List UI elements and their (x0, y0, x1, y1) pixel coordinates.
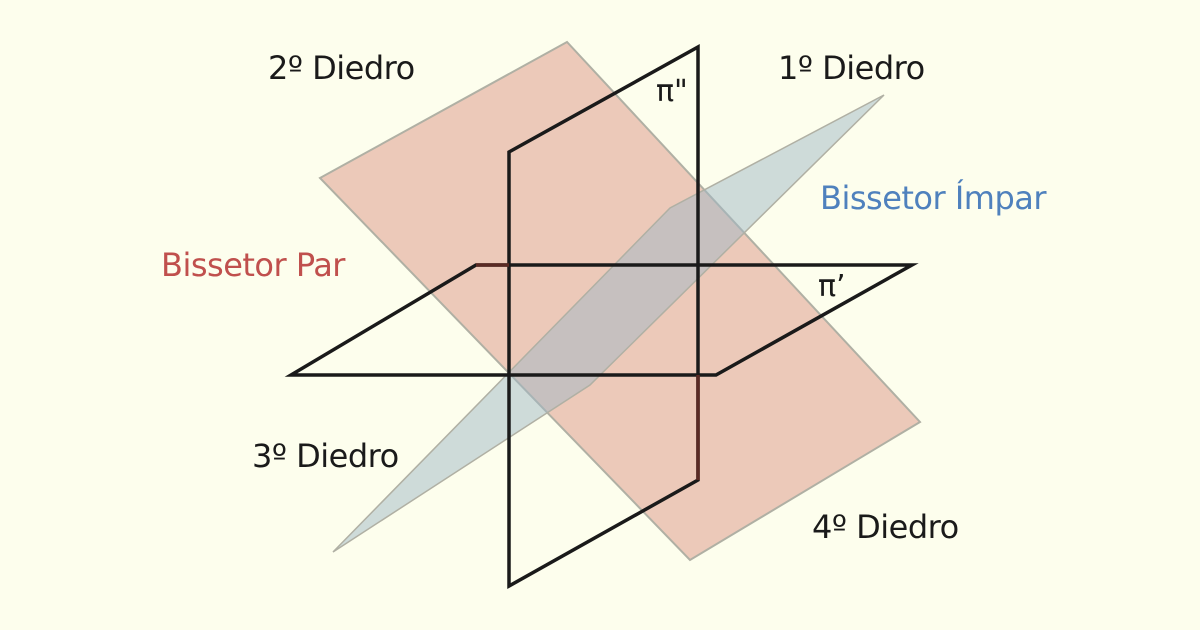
bisector-even-label: Bissetor Par (161, 246, 346, 284)
vertical-plane-label: π" (656, 74, 688, 109)
bisector-odd-plane (332, 94, 885, 553)
dihedral-1-label: 1º Diedro (778, 49, 925, 87)
horizontal-plane-label: π’ (818, 269, 846, 304)
dihedral-3-label: 3º Diedro (252, 437, 399, 475)
dihedral-4-label: 4º Diedro (812, 508, 959, 546)
bisector-odd-label: Bissetor Ímpar (820, 179, 1047, 217)
dihedral-2-label: 2º Diedro (268, 49, 415, 87)
horizontal-projection-plane (284, 263, 919, 377)
